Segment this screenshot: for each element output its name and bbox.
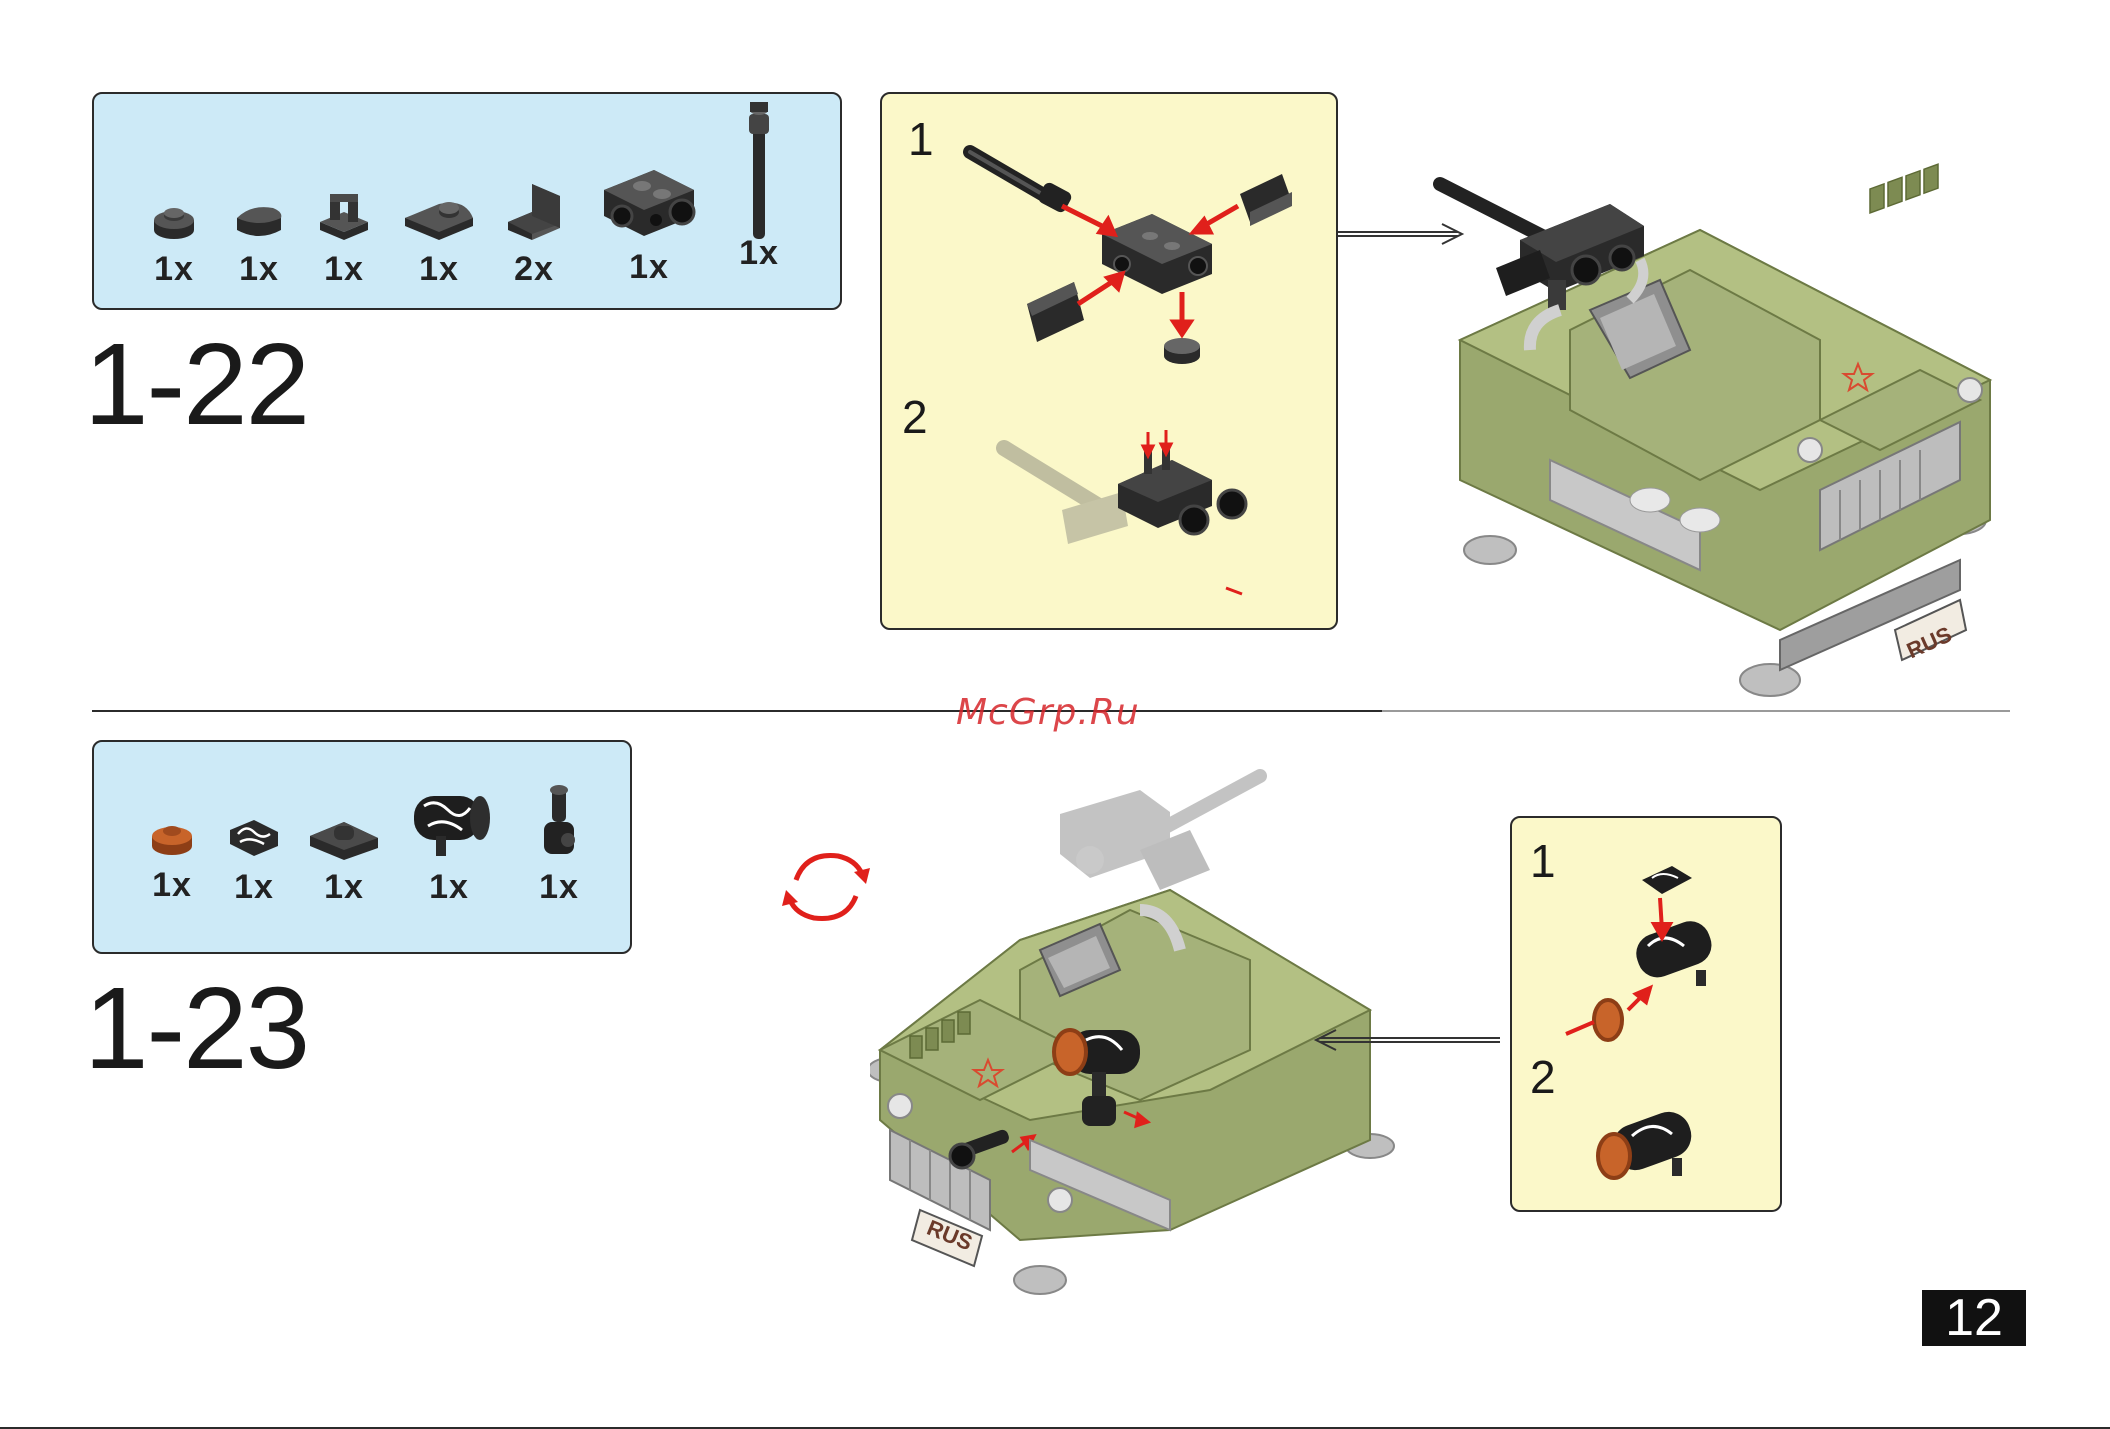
part-item: 1x — [389, 192, 489, 289]
part-item: 1x — [212, 812, 296, 907]
assembly-diagram-22 — [882, 94, 1340, 632]
section-divider — [1382, 710, 2010, 712]
part-item: 1x — [214, 200, 304, 289]
clip-bar-icon — [534, 782, 584, 862]
bracket-1x1-icon — [502, 178, 566, 244]
hinge-plate-icon — [304, 812, 384, 862]
part-quantity: 1x — [132, 866, 212, 905]
gun-barrel-icon — [970, 152, 1073, 214]
rotate-model-icon — [776, 842, 876, 932]
part-quantity: 1x — [514, 868, 604, 907]
round-plate-1x1-icon — [149, 200, 199, 244]
page-number: 12 — [1922, 1290, 2026, 1346]
round-plate-orange-icon — [147, 816, 197, 860]
step-number: 1-22 — [84, 326, 308, 442]
part-quantity: 1x — [212, 868, 296, 907]
part-quantity: 1x — [394, 868, 504, 907]
printed-tile-icon — [224, 812, 284, 862]
round-tile-icon — [231, 200, 287, 244]
part-item: 2x — [489, 178, 579, 289]
plate-with-hole-icon — [399, 192, 479, 244]
bar-with-stud-icon — [739, 94, 779, 244]
parts-list-step-22: 1x 1x 1x 1x — [92, 92, 842, 310]
part-item: 1x — [294, 812, 394, 907]
part-item: 1x — [714, 94, 804, 273]
part-quantity: 1x — [299, 250, 389, 289]
technic-brick-icon — [594, 160, 704, 242]
ghost-gun-icon — [1004, 448, 1128, 544]
part-item: 1x — [134, 200, 214, 289]
part-item: 1x — [132, 816, 212, 905]
assembled-gun-icon — [1118, 446, 1246, 534]
part-item: 1x — [299, 186, 389, 289]
subassembly-panel-step-23: 1 2 — [1510, 816, 1782, 1212]
ghost-gun-icon — [1060, 776, 1260, 890]
part-item: 1x — [594, 160, 704, 287]
subassembly-panel-step-22: 1 2 — [880, 92, 1338, 630]
printed-cylinder-icon — [404, 784, 494, 862]
watermark: McGrp.Ru — [956, 692, 1140, 733]
part-quantity: 1x — [714, 234, 804, 273]
part-item: 1x — [514, 782, 604, 907]
step-number: 1-23 — [84, 970, 308, 1086]
clip-plate-icon — [314, 186, 374, 244]
round-plate-icon — [1164, 338, 1200, 364]
part-quantity: 1x — [134, 250, 214, 289]
section-divider — [92, 710, 1382, 712]
part-quantity: 2x — [489, 250, 579, 289]
assembly-diagram-23 — [1512, 818, 1784, 1214]
part-item: 1x — [394, 784, 504, 907]
part-quantity: 1x — [389, 250, 489, 289]
placement-arrow-icon — [1300, 1024, 1500, 1054]
part-quantity: 1x — [214, 250, 304, 289]
part-quantity: 1x — [294, 868, 394, 907]
parts-list-step-23: 1x 1x 1x 1x 1x — [92, 740, 632, 954]
vehicle-model-step-22: RUS — [1400, 160, 2020, 720]
part-quantity: 1x — [594, 248, 704, 287]
